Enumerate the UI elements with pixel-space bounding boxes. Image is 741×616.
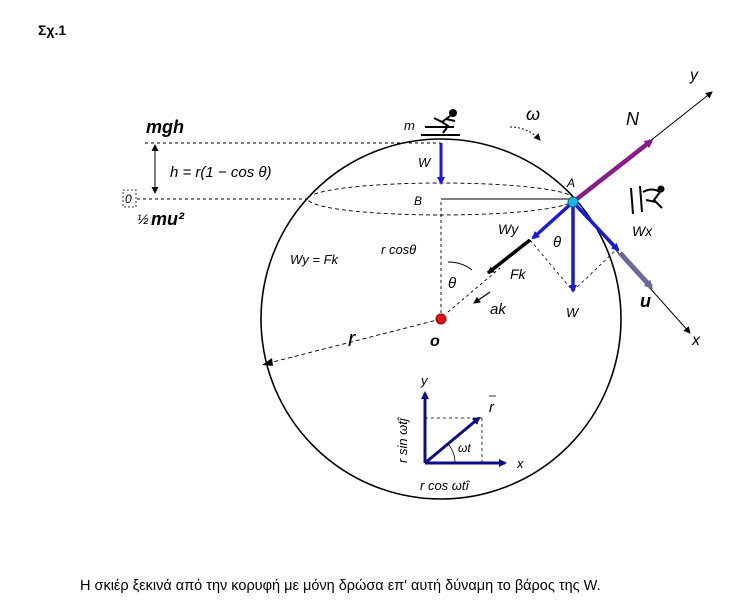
label-half: ½ [137,211,149,227]
point-o [435,313,447,325]
label-b: B [414,194,422,208]
radius-line [264,318,442,365]
ak-arrow [473,291,491,304]
label-inset-rcos: r cos ωtî [420,478,471,493]
label-inset-wt: ωt [458,441,471,455]
force-parallelogram-1 [529,239,574,292]
label-wy: Wy [498,221,519,237]
inset-r-vector [424,416,481,465]
label-y-axis: y [689,67,699,84]
fk-arrow [486,238,532,275]
label-inset-r: r [489,399,495,416]
label-n: N [626,109,640,129]
label-zero: 0 [125,192,132,206]
label-o: o [430,333,440,350]
label-inset-y: y [420,373,429,388]
skier-icon [421,109,460,136]
label-r: r [348,326,357,351]
normal-force-arrow [571,139,654,204]
omega-arc [509,126,541,141]
caption: Η σκιέρ ξεκινά από την κορυφή με μόνη δρ… [80,578,601,594]
radial-line-oa [447,267,501,313]
zero-level-box [122,189,137,208]
label-m: m [404,118,415,133]
label-inset-rsin: r sin ωtĵ [395,416,410,463]
label-w-bottom: W [566,305,580,320]
label-u: u [640,291,651,311]
label-wy-fk: Wy = Fk [290,252,340,267]
label-x-axis: x [691,332,701,349]
label-fk: Fk [510,266,527,282]
sphere-outline [260,138,622,500]
label-ak: ak [490,301,507,318]
figure-label: Σχ.1 [38,22,67,38]
fallen-skier-icon [630,185,665,215]
wx-arrow [571,200,620,252]
label-w-top: W [418,155,432,170]
point-a [567,196,579,208]
radius-arrowhead [262,358,273,366]
sphere-diagram: mgh h = r(1 − cos θ) 0 ½ mu² m W ω B A N… [122,67,713,500]
label-wx: Wx [632,223,653,239]
velocity-arrow [618,251,654,290]
label-h-formula: h = r(1 − cos θ) [170,164,272,181]
inset-angle-arc [447,443,456,464]
wy-arrow [531,200,575,240]
theta-arc-o [447,261,473,271]
label-theta-a: θ [553,234,561,251]
label-mu2: mu² [151,209,185,229]
label-inset-x: x [516,456,524,471]
label-omega: ω [526,104,540,124]
label-a: A [566,176,575,190]
label-mgh: mgh [146,117,184,137]
label-theta-o: θ [448,275,456,292]
label-rcos: r cosθ [381,242,416,257]
force-parallelogram-2 [572,247,619,292]
